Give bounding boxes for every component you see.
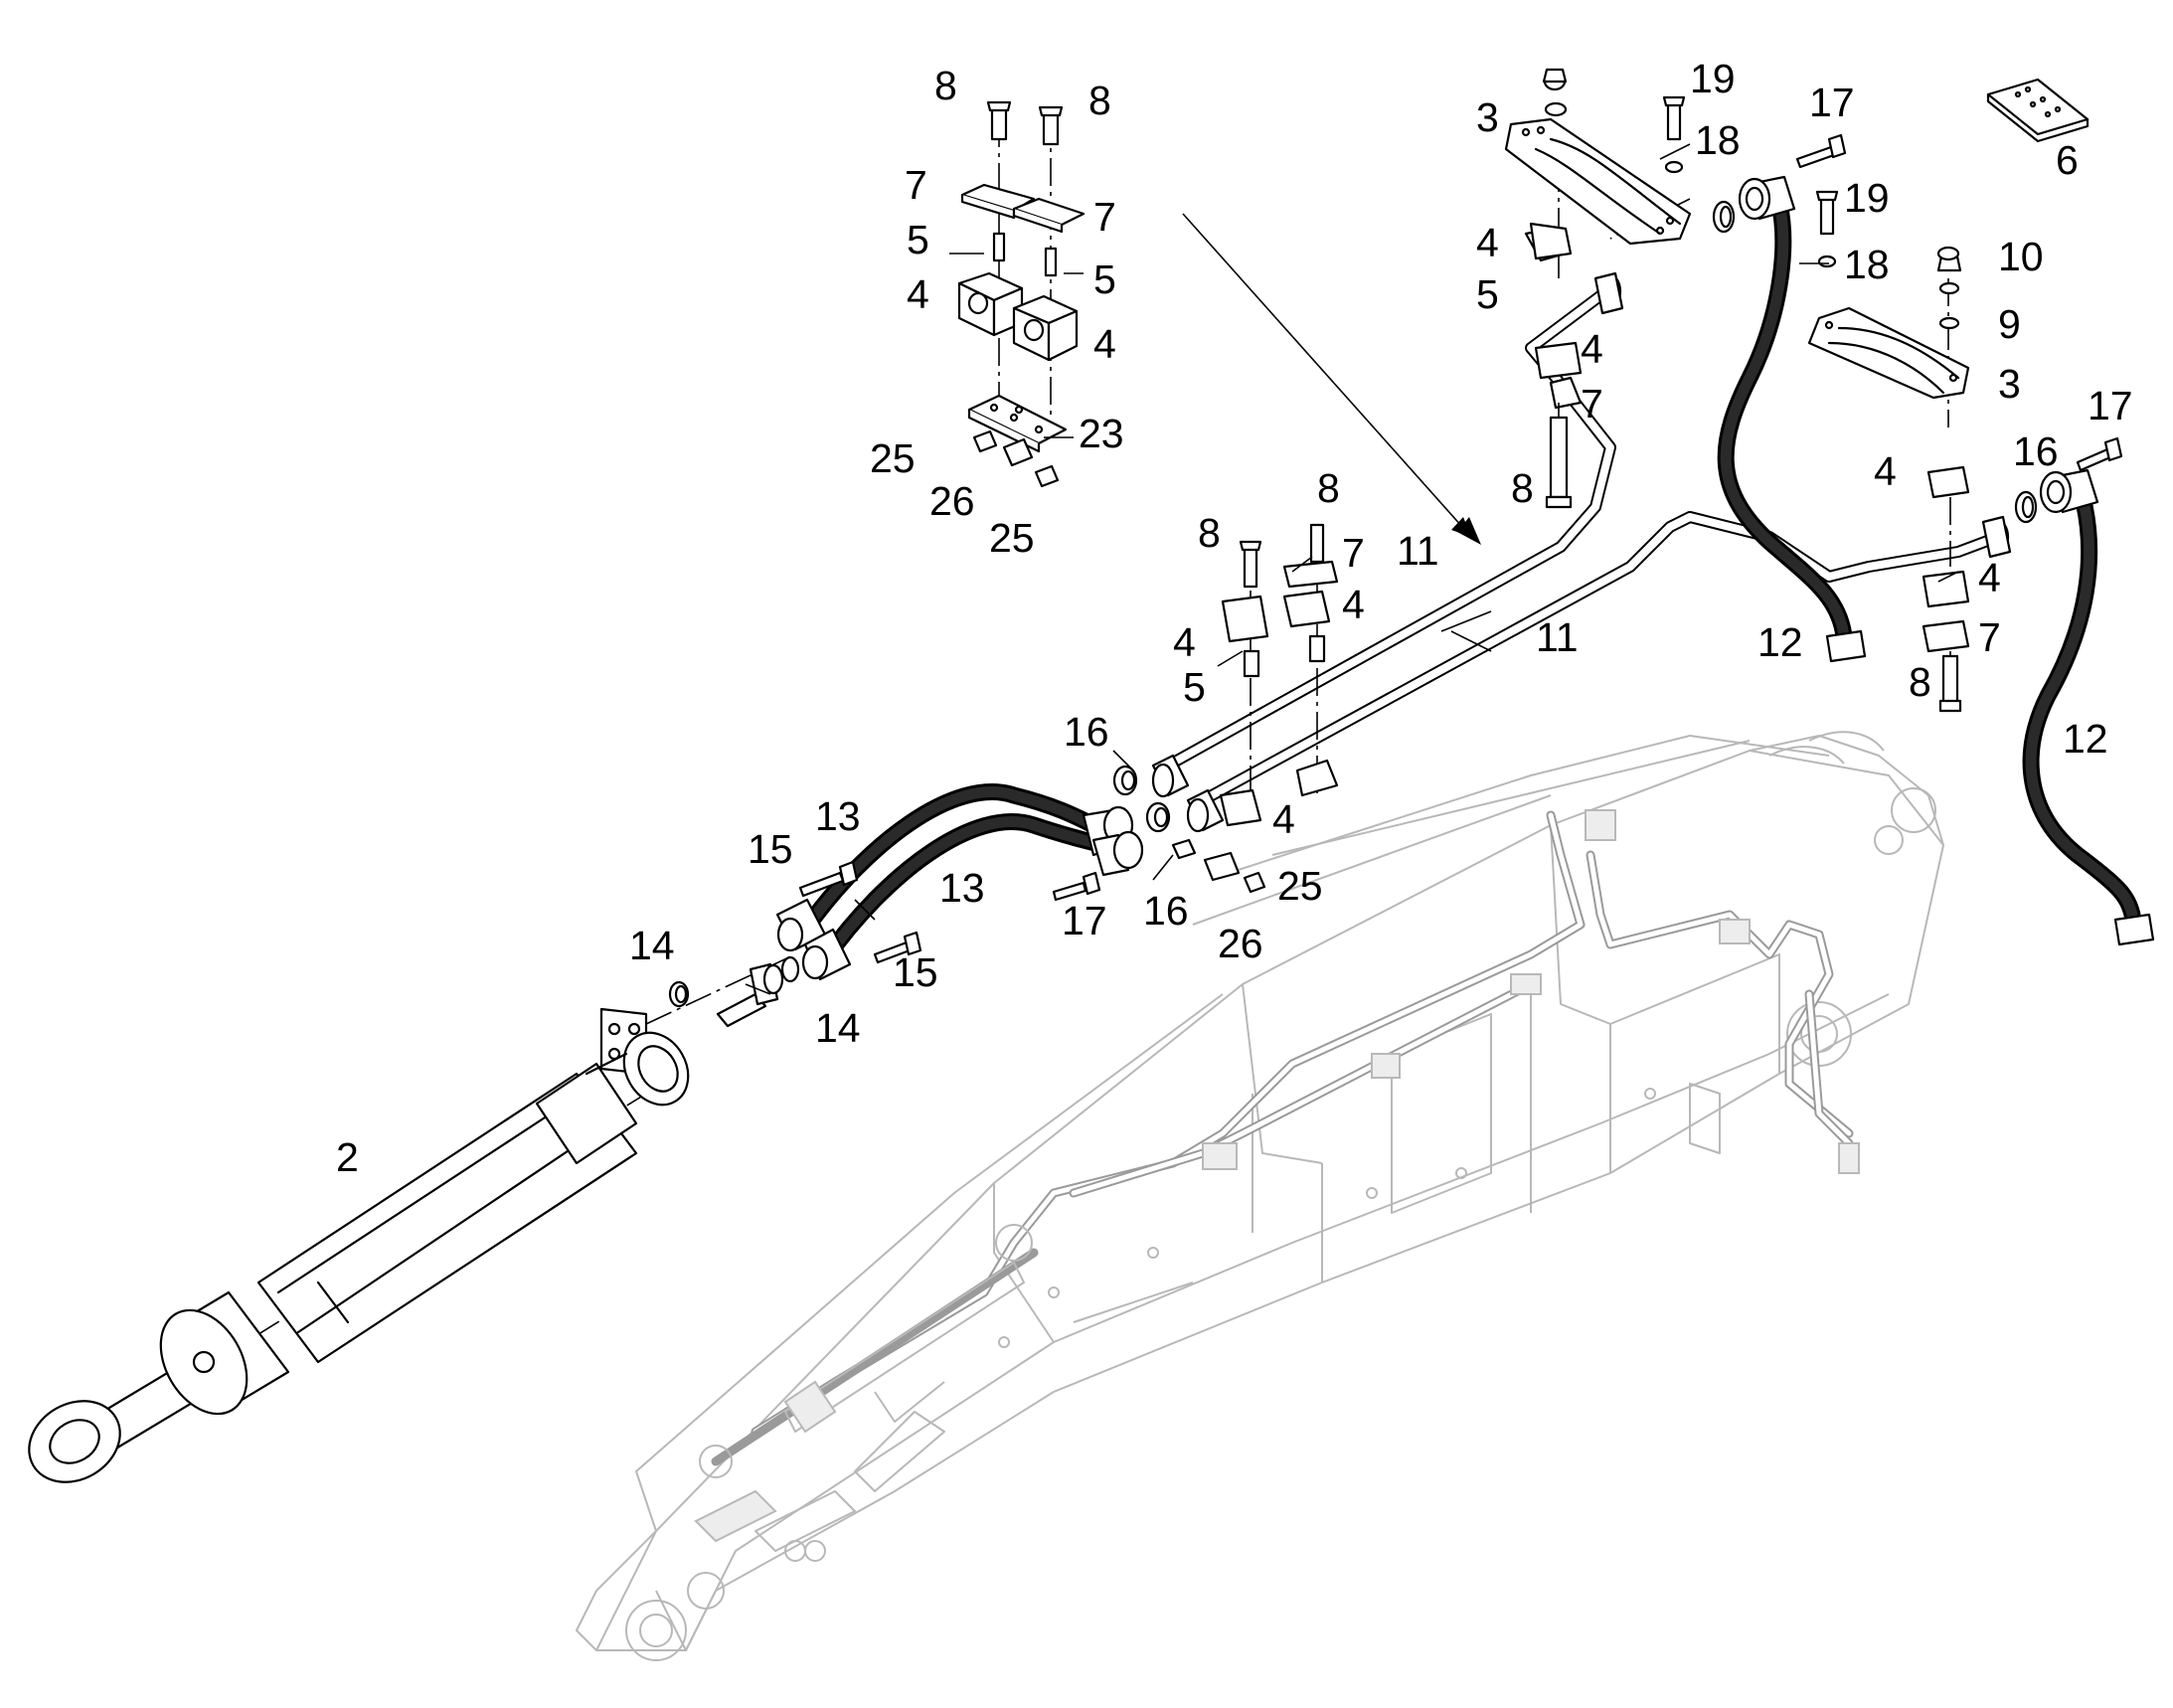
callout-8: 8 — [1909, 659, 1931, 705]
callout-5: 5 — [907, 217, 929, 262]
callout-9: 9 — [1998, 301, 2021, 347]
callout-6: 6 — [2056, 137, 2079, 183]
callout-4: 4 — [907, 271, 929, 317]
callout-14: 14 — [629, 923, 675, 968]
callout-5: 5 — [1093, 256, 1116, 302]
callout-8: 8 — [1088, 78, 1111, 123]
bolt-17-lower — [1052, 871, 1101, 902]
callout-4: 4 — [1272, 796, 1295, 842]
bolts-17-upper — [1795, 133, 2123, 472]
callout-4: 4 — [1093, 321, 1116, 367]
callout-17: 17 — [1809, 80, 1855, 125]
plate-3-lower — [1807, 190, 1970, 427]
callout-3: 3 — [1476, 94, 1499, 140]
callout-8: 8 — [1198, 510, 1221, 556]
callout-16: 16 — [2013, 428, 2059, 474]
callout-11: 11 — [1397, 528, 1439, 574]
callout-4: 4 — [1476, 220, 1499, 265]
direction-arrow — [1182, 213, 1481, 545]
clamp-stack-top-left — [957, 100, 1086, 488]
callout-23: 23 — [1079, 411, 1124, 456]
callout-4: 4 — [1978, 555, 2001, 600]
callout-18: 18 — [1695, 117, 1741, 163]
callout-18: 18 — [1844, 242, 1890, 287]
orings-16-lower — [1112, 765, 1171, 833]
callout-25: 25 — [989, 515, 1035, 561]
callout-12: 12 — [2063, 716, 2108, 762]
callout-5: 5 — [1476, 271, 1499, 317]
clamps-upper-tubes — [1524, 222, 1970, 713]
callout-12: 12 — [1757, 619, 1803, 665]
callout-7: 7 — [1978, 614, 2001, 660]
plate-3-upper — [1504, 68, 1692, 278]
callout-4: 4 — [1173, 619, 1196, 665]
callout-17: 17 — [2088, 383, 2133, 428]
callout-25: 25 — [1277, 863, 1323, 909]
orings-16-upper — [1712, 200, 2038, 524]
callout-8: 8 — [1317, 465, 1340, 511]
callout-7: 7 — [905, 162, 927, 208]
boom-ghost-pipework — [699, 809, 1860, 1478]
callout-4: 4 — [1874, 448, 1897, 494]
callout-5: 5 — [1183, 664, 1206, 710]
orings-14-and-adapter — [645, 953, 800, 1028]
bolts-15 — [798, 860, 922, 964]
callout-7: 7 — [1093, 194, 1116, 240]
callout-13: 13 — [815, 793, 861, 839]
callout-26: 26 — [1218, 921, 1263, 966]
hoses-12 — [1717, 175, 2155, 946]
callout-16: 16 — [1143, 888, 1189, 934]
boom-ghost-outline — [576, 731, 1944, 1661]
callout-16: 16 — [1064, 709, 1109, 755]
leader-lines — [745, 143, 1959, 995]
callout-15: 15 — [748, 826, 793, 872]
clamps-mid-tubes — [1219, 523, 1339, 827]
callout-8: 8 — [1511, 465, 1534, 511]
callout-labels: 8 8 7 7 5 5 4 4 23 25 26 25 3 19 18 17 6… — [336, 56, 2133, 1180]
callout-11: 11 — [1536, 614, 1579, 660]
callout-8: 8 — [934, 63, 957, 108]
callout-25: 25 — [870, 435, 916, 481]
callout-4: 4 — [1342, 582, 1365, 627]
callout-4: 4 — [1581, 326, 1603, 372]
callout-15: 15 — [893, 949, 938, 995]
callout-7: 7 — [1342, 530, 1365, 576]
plates-25-26-lower — [1171, 838, 1266, 894]
boom-cylinder — [28, 1007, 690, 1483]
callout-10: 10 — [1998, 234, 2044, 279]
callout-13: 13 — [939, 865, 985, 911]
callout-7: 7 — [1581, 381, 1603, 427]
callout-19: 19 — [1690, 56, 1736, 101]
callout-3: 3 — [1998, 361, 2021, 407]
callout-19: 19 — [1844, 175, 1890, 221]
plate-6 — [1986, 78, 2089, 143]
callout-14: 14 — [815, 1005, 861, 1051]
callout-26: 26 — [929, 478, 975, 524]
callout-17: 17 — [1062, 898, 1107, 943]
callout-2: 2 — [336, 1134, 359, 1180]
